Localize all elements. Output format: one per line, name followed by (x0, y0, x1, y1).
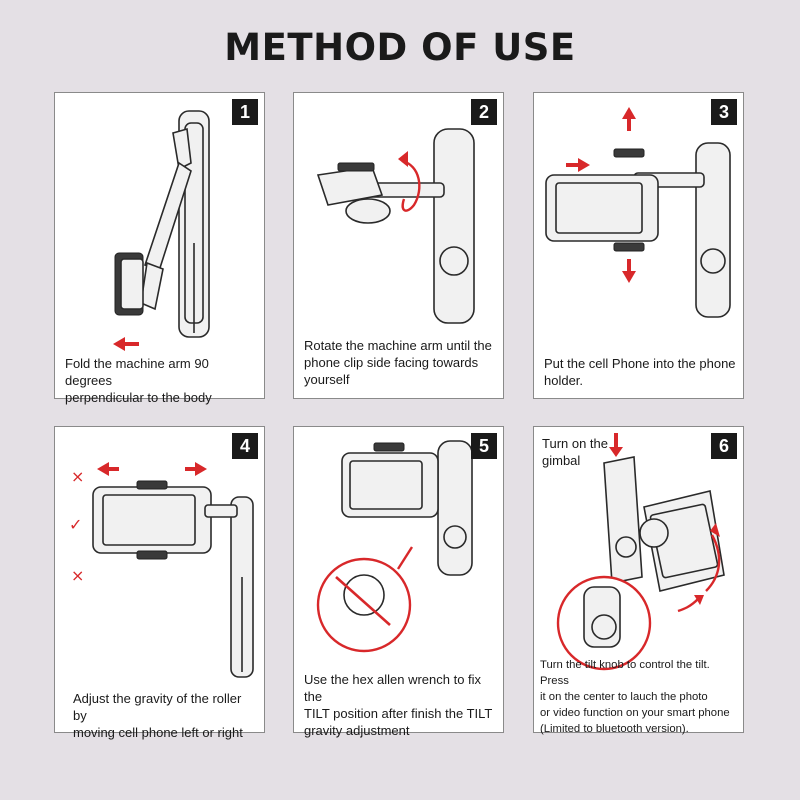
step-3-illustration (545, 107, 731, 318)
mark-correct: ✓ (69, 515, 82, 534)
step-caption: Fold the machine arm 90 degrees perpendi… (65, 356, 212, 405)
step-1-panel: 1 Fold the machine arm 90 degrees perpen… (54, 92, 265, 405)
step-6-panel: Turn on the gimbal 6 Turn the tilt knob … (533, 426, 744, 735)
turn-on-label: Turn on the gimbal (542, 436, 609, 468)
step-2-panel: 2 Rotate the machine arm until the phone… (293, 92, 504, 399)
step-4-illustration: × ✓ × (69, 462, 254, 678)
step-caption: Use the hex allen wrench to fix the TILT… (304, 672, 493, 738)
step-5-illustration (316, 440, 473, 653)
step-4-panel: × ✓ × 4 Adjust the gravity of the roller… (54, 426, 265, 740)
step-5-panel: 5 Use the hex allen wrench to fix the TI… (293, 426, 504, 738)
step-caption: Turn the tilt knob to control the tilt. … (540, 659, 730, 735)
step-number: 5 (471, 433, 497, 459)
step-caption: Rotate the machine arm until the phone c… (304, 338, 492, 387)
step-number: 2 (471, 99, 497, 125)
step-6-illustration (556, 433, 725, 671)
step-3-panel: 3 Put the cell Phone into the phone hold… (533, 92, 744, 399)
step-number: 4 (232, 433, 258, 459)
mark-wrong-top: × (71, 467, 84, 486)
step-caption: Adjust the gravity of the roller by movi… (73, 691, 243, 740)
mark-wrong-bottom: × (71, 566, 84, 585)
step-caption: Put the cell Phone into the phone holder… (544, 356, 736, 388)
step-number: 1 (232, 99, 258, 125)
step-number: 3 (711, 99, 737, 125)
step-2-illustration (316, 128, 475, 324)
page-title: METHOD OF USE (224, 26, 576, 69)
step-1-illustration (113, 110, 210, 351)
step-number: 6 (711, 433, 737, 459)
